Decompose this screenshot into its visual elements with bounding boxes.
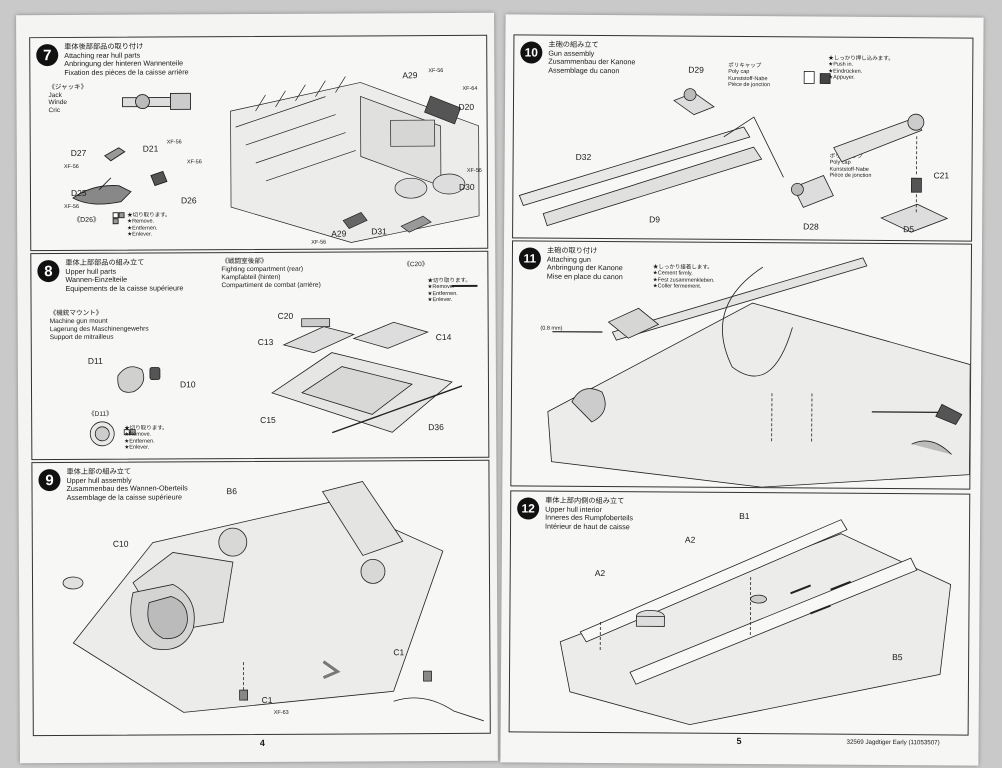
part-label-a29: A29 bbox=[402, 70, 418, 81]
paint-code: XF-56 bbox=[64, 203, 80, 211]
part-label-c21: C21 bbox=[933, 170, 950, 181]
step-8-panel: 8 車体上部部品の組み立て Upper hull parts Wannen-Ei… bbox=[30, 250, 490, 461]
part-label-d36: D36 bbox=[428, 422, 444, 433]
part-label-d25: D25 bbox=[70, 187, 87, 198]
instruction-page-right: 10 主砲の組み立て Gun assembly Zusammenbau der … bbox=[500, 14, 984, 766]
part-label-d31: D31 bbox=[371, 226, 387, 237]
part-label-c20: C20 bbox=[277, 310, 294, 321]
part-label-d20: D20 bbox=[458, 101, 475, 112]
page-number: 5 bbox=[736, 735, 742, 747]
page-number: 4 bbox=[259, 737, 265, 748]
step-7-panel: 7 車体後部部品の取り付け Attaching rear hull parts … bbox=[29, 34, 489, 252]
step-9-drawing bbox=[62, 480, 484, 722]
part-label-c15: C15 bbox=[260, 414, 276, 425]
step-11-panel: 11 主砲の取り付け Attaching gun Anbringung der … bbox=[510, 240, 973, 490]
paint-code: XF-56 bbox=[311, 239, 327, 246]
step-12-panel: 12 車体上部内側の組み立て Upper hull interior Inner… bbox=[508, 490, 971, 736]
part-label-d28: D28 bbox=[803, 221, 819, 232]
step-10-panel: 10 主砲の組み立て Gun assembly Zusammenbau der … bbox=[512, 34, 974, 242]
part-label-b5: B5 bbox=[892, 652, 903, 663]
part-label-d27: D27 bbox=[70, 147, 87, 158]
jack-drawing bbox=[72, 76, 480, 243]
part-label-d11: D11 bbox=[87, 355, 103, 366]
part-label-d5: D5 bbox=[903, 224, 915, 235]
part-label-d9: D9 bbox=[649, 214, 661, 225]
part-label-c1: C1 bbox=[261, 694, 273, 705]
paint-code: XF-56 bbox=[428, 68, 444, 75]
part-label-c1-right: C1 bbox=[393, 647, 405, 658]
paint-code: XF-56 bbox=[166, 139, 182, 146]
part-label-c14: C14 bbox=[435, 331, 452, 343]
part-label-a2: A2 bbox=[684, 534, 696, 545]
part-label-a2-left: A2 bbox=[594, 567, 606, 579]
step-9-panel: 9 車体上部の組み立て Upper hull assembly Zusammen… bbox=[31, 459, 491, 737]
part-label-c13: C13 bbox=[257, 336, 274, 347]
part-label-d21: D21 bbox=[142, 143, 159, 154]
step-10-drawing bbox=[518, 71, 949, 233]
part-label-d30: D30 bbox=[458, 181, 475, 192]
step-12-drawing bbox=[559, 519, 952, 726]
part-label-c10: C10 bbox=[112, 538, 129, 549]
part-label-a29-lower: A29 bbox=[331, 228, 347, 239]
part-label-d32: D32 bbox=[575, 151, 592, 162]
part-label-d29: D29 bbox=[688, 64, 704, 75]
part-label-b1: B1 bbox=[739, 510, 750, 522]
part-label-d26: D26 bbox=[180, 195, 197, 206]
cut-note: ★切り取ります。 ★Remove. ★Entfernen. ★Enlever. bbox=[127, 212, 171, 238]
d26-ref: 《D26》 bbox=[73, 216, 100, 224]
kit-footer: 32569 Jagdtiger Early (11053507) bbox=[846, 738, 940, 747]
instruction-page-left: 7 車体後部部品の取り付け Attaching rear hull parts … bbox=[16, 12, 498, 764]
step-11-drawing bbox=[547, 257, 971, 488]
paint-code: XF-56 bbox=[466, 167, 482, 174]
d11-ref: 《D11》 bbox=[88, 410, 113, 418]
paint-code: XF-64 bbox=[462, 85, 478, 92]
part-label-b6: B6 bbox=[226, 486, 237, 497]
paint-code: XF-63 bbox=[273, 709, 289, 716]
part-label-d10: D10 bbox=[179, 379, 196, 390]
cut-note: ★切り取ります。 ★Remove. ★Entfernen. ★Enlever. bbox=[124, 425, 168, 451]
paint-code: XF-56 bbox=[186, 159, 202, 166]
paint-code: XF-56 bbox=[63, 163, 79, 171]
step-8-drawing bbox=[89, 284, 478, 447]
